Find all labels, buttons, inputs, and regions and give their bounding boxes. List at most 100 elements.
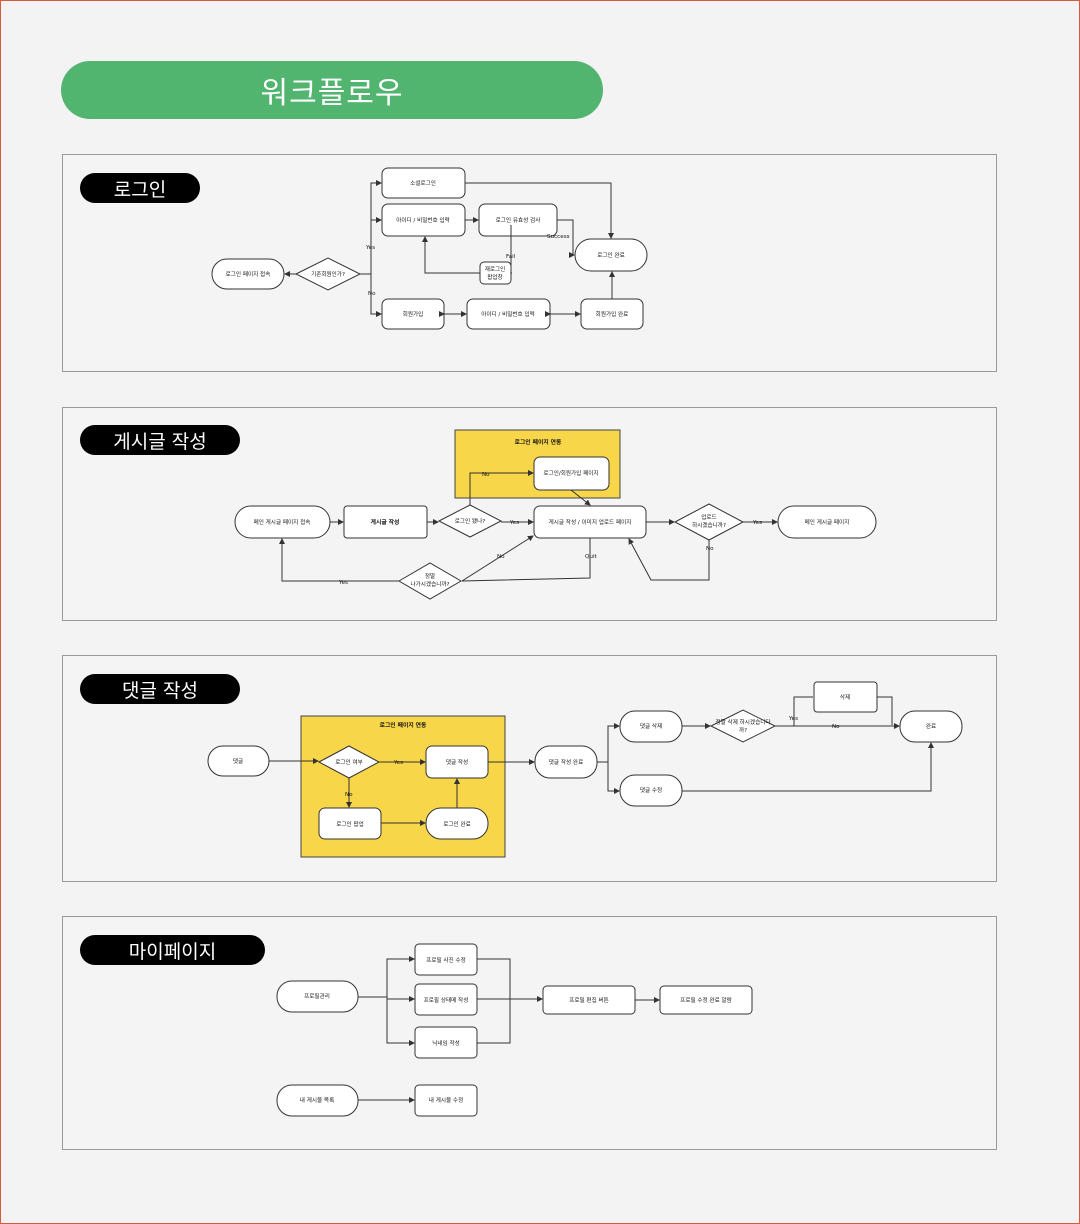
node-complete: 완료 <box>899 710 963 743</box>
svg-text:No: No <box>832 724 840 730</box>
svg-text:나가시겠습니까?: 나가시겠습니까? <box>411 580 450 588</box>
svg-text:아이디 / 비밀번호 입력: 아이디 / 비밀번호 입력 <box>481 310 535 318</box>
node-photo-edit: 프로필 사진 수정 <box>414 943 478 976</box>
node-signup-done: 회원가입 완료 <box>580 298 644 330</box>
svg-text:게시글 작성 / 이미지 업로드 페이지: 게시글 작성 / 이미지 업로드 페이지 <box>549 518 632 526</box>
svg-text:No: No <box>706 546 714 552</box>
post-flow-diagram: 로그인 페이지 연동 메인 게시글 페이지 접속 게시글 작성 로그인 됐나? … <box>234 429 877 600</box>
svg-text:Yes: Yes <box>338 580 348 586</box>
node-comment-write: 댓글 작성 <box>425 745 489 779</box>
node-login-validate: 로그인 유효성 검사 <box>478 203 558 237</box>
svg-text:로그인 페이지 연동: 로그인 페이지 연동 <box>380 721 427 729</box>
svg-text:재로그인: 재로그인 <box>485 265 506 273</box>
svg-text:메인 게시글 페이지: 메인 게시글 페이지 <box>805 518 850 526</box>
svg-text:No: No <box>345 792 353 798</box>
node-comment-delete: 댓글 삭제 <box>619 710 683 743</box>
badge-login: 로그인 <box>80 173 200 203</box>
node-delete: 삭제 <box>813 681 878 713</box>
node-profile-manage: 프로필관리 <box>276 980 359 1013</box>
node-post-editor: 게시글 작성 / 이미지 업로드 페이지 <box>533 505 647 539</box>
svg-text:프로필 사진 수정: 프로필 사진 수정 <box>426 956 466 964</box>
svg-text:댓글 수정: 댓글 수정 <box>640 786 662 794</box>
svg-text:프로필 상태메 작성: 프로필 상태메 작성 <box>424 996 469 1004</box>
svg-text:Yes: Yes <box>393 760 403 766</box>
svg-text:로그인 유효성 검사: 로그인 유효성 검사 <box>496 216 541 224</box>
svg-text:Fail: Fail <box>506 254 516 260</box>
svg-text:메인 게시글 페이지 접속: 메인 게시글 페이지 접속 <box>254 518 311 526</box>
node-login-signup-page: 로그인/회원가입 페이지 <box>533 456 610 491</box>
svg-text:삭제: 삭제 <box>840 693 850 701</box>
svg-text:프로필 수정 완료 알람: 프로필 수정 완료 알람 <box>680 996 732 1004</box>
svg-text:로그인 페이지 연동: 로그인 페이지 연동 <box>515 438 562 446</box>
section-comment: 댓글 작성 로그인 페이지 연동 댓글 로그인 여부 댓글 작성 <box>62 655 997 882</box>
node-social-login: 소셜로그인 <box>381 167 466 199</box>
comment-flow-diagram: 로그인 페이지 연동 댓글 로그인 여부 댓글 작성 로그인 팝업 로그인 완료 <box>207 681 963 858</box>
node-comment-edit: 댓글 수정 <box>619 774 683 807</box>
svg-text:소셜로그인: 소셜로그인 <box>410 179 436 187</box>
node-write-post: 게시글 작성 <box>343 505 428 539</box>
decision-is-member: 기존회원인가? <box>294 257 362 291</box>
svg-text:까?: 까? <box>739 726 747 734</box>
login-flow-diagram: 로그인 페이지 접속 기존회원인가? 소셜로그인 아이디 / 비밀번호 입력 로… <box>211 167 648 330</box>
svg-text:Yes: Yes <box>509 520 519 526</box>
decision-logged-in: 로그인 됐나? <box>437 504 503 538</box>
badge-post: 게시글 작성 <box>80 425 240 455</box>
svg-text:댓글 삭제: 댓글 삭제 <box>640 722 662 730</box>
svg-text:하시겠습니까?: 하시겠습니까? <box>692 521 726 529</box>
svg-text:Success: Success <box>547 234 570 240</box>
svg-text:No: No <box>482 472 490 478</box>
svg-text:기존회원인가?: 기존회원인가? <box>311 270 345 278</box>
node-login-done: 로그인 완료 <box>574 238 648 272</box>
svg-text:No: No <box>368 291 376 297</box>
node-nickname: 닉네임 작성 <box>414 1026 478 1059</box>
svg-text:닉네임 작성: 닉네임 작성 <box>432 1039 460 1047</box>
svg-text:회원가입 완료: 회원가입 완료 <box>596 310 629 318</box>
node-edit-my-post: 내 게시물 수정 <box>414 1084 478 1117</box>
node-id-pw-input-2: 아이디 / 비밀번호 입력 <box>466 298 551 330</box>
decision-confirm-delete: 정말 삭제 하시겠습니다 까? <box>709 709 777 743</box>
node-main-access: 메인 게시글 페이지 접속 <box>234 505 331 539</box>
node-edit-done-alert: 프로필 수정 완료 알람 <box>659 985 753 1015</box>
svg-text:로그인/회원가입 페이지: 로그인/회원가입 페이지 <box>543 469 598 477</box>
section-post: 게시글 작성 로그인 페이지 연동 메인 게시글 페이지 접속 게시글 작성 로… <box>62 407 997 621</box>
page-title: 워크플로우 <box>61 61 603 119</box>
svg-text:Yes: Yes <box>788 716 798 722</box>
decision-upload: 업로드 하시겠습니까? <box>673 503 745 541</box>
svg-text:댓글: 댓글 <box>233 757 243 765</box>
svg-text:팝업창: 팝업창 <box>487 273 502 281</box>
section-login: 로그인 로그인 페이지 접속 기존회원인가? 소셜로그인 아이디 / 비밀번호 … <box>62 154 997 372</box>
svg-text:프로필관리: 프로필관리 <box>304 992 330 1000</box>
node-id-pw-input: 아이디 / 비밀번호 입력 <box>381 203 466 237</box>
svg-text:내 게시물 목록: 내 게시물 목록 <box>300 1096 334 1104</box>
section-mypage: 마이페이지 프로필관리 프로필 사진 수정 프로필 상태메 작성 닉네임 작성 <box>62 916 997 1150</box>
node-comment: 댓글 <box>207 745 270 777</box>
decision-quit: 정말 나가시겠습니까? <box>398 562 462 600</box>
node-relogin-popup: 재로그인 팝업창 <box>479 261 512 285</box>
svg-text:로그인 됐나?: 로그인 됐나? <box>455 517 486 525</box>
node-main-page: 메인 게시글 페이지 <box>777 505 877 539</box>
svg-text:댓글 작성: 댓글 작성 <box>446 758 468 766</box>
svg-text:정말 삭제 하시겠습니다: 정말 삭제 하시겠습니다 <box>715 718 770 726</box>
svg-text:게시글 작성: 게시글 작성 <box>371 518 400 526</box>
svg-text:로그인 페이지 접속: 로그인 페이지 접속 <box>226 270 271 278</box>
node-login-access: 로그인 페이지 접속 <box>211 258 285 290</box>
node-edit-button: 프로필 편집 버튼 <box>542 985 636 1015</box>
mypage-flow-diagram: 프로필관리 프로필 사진 수정 프로필 상태메 작성 닉네임 작성 프로필 편집… <box>276 943 753 1117</box>
node-signup: 회원가입 <box>381 298 445 330</box>
svg-text:Yes: Yes <box>752 520 762 526</box>
svg-text:로그인 여부: 로그인 여부 <box>335 758 363 766</box>
svg-text:완료: 완료 <box>926 722 936 730</box>
svg-text:로그인 완료: 로그인 완료 <box>597 251 625 259</box>
node-login-popup: 로그인 팝업 <box>318 807 382 840</box>
badge-mypage: 마이페이지 <box>80 935 265 965</box>
svg-text:정말: 정말 <box>425 572 435 580</box>
svg-text:아이디 / 비밀번호 입력: 아이디 / 비밀번호 입력 <box>396 216 450 224</box>
svg-text:내 게시물 수정: 내 게시물 수정 <box>429 1096 463 1104</box>
node-login-done-comment: 로그인 완료 <box>425 807 489 840</box>
svg-text:프로필 편집 버튼: 프로필 편집 버튼 <box>569 996 609 1004</box>
node-my-posts: 내 게시물 목록 <box>276 1084 359 1117</box>
node-comment-done: 댓글 작성 완료 <box>534 745 598 779</box>
svg-text:Yes: Yes <box>365 245 375 251</box>
svg-text:회원가입: 회원가입 <box>403 310 424 318</box>
